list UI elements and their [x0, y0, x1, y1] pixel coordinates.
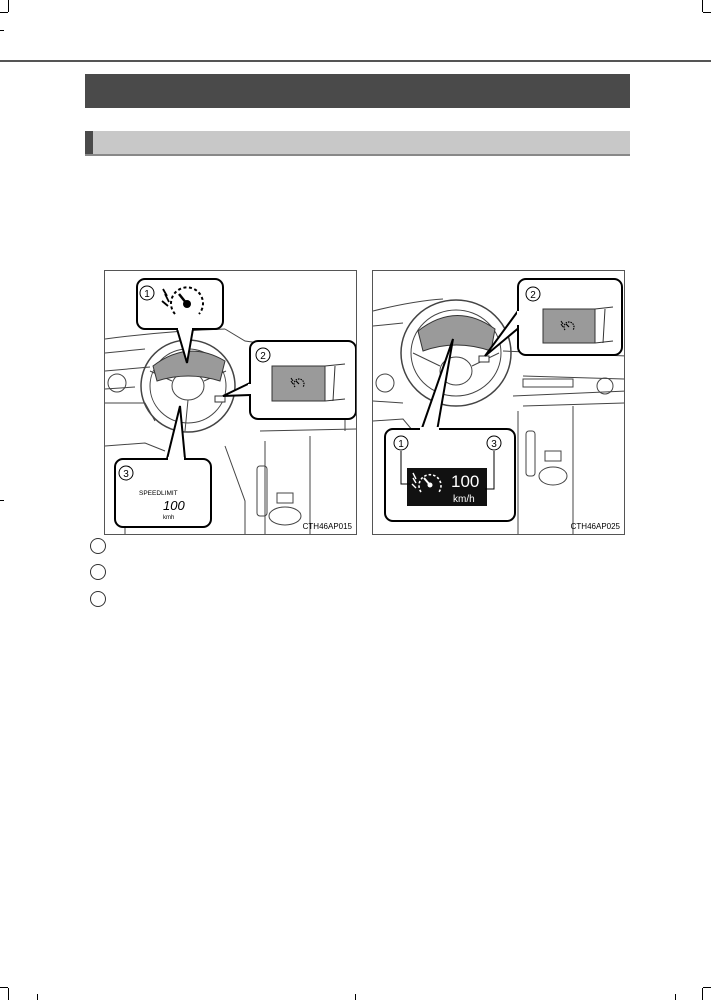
figure-code: CTH46AP015: [302, 522, 352, 531]
crop-mark: [703, 987, 711, 988]
speed-limiter-icon: [411, 472, 442, 493]
figure-code: CTH46AP025: [570, 522, 620, 531]
speed-limiter-icon: [161, 286, 204, 315]
switch-speed-limiter-icon: [560, 320, 575, 331]
crop-mark: [0, 987, 8, 988]
legend-item-1: [90, 538, 106, 554]
crop-mark: [702, 988, 703, 1000]
figure-1-drawing: 1 2 3 SPEEDLIMIT 100 kmh: [105, 278, 356, 534]
page-title-bar: [85, 74, 630, 108]
figure-1-callout-1: 1: [144, 289, 150, 300]
figure-2-drawing: 2 1 3 100 km/h: [373, 278, 624, 534]
crop-mark: [0, 12, 8, 13]
figure-1-callout-2: 2: [260, 351, 266, 362]
figure-display-illustration: 2 1 3 100 km/h CTH46AP025: [372, 270, 625, 535]
header-rule: [0, 60, 711, 62]
crop-mark: [8, 0, 9, 12]
figure-2-callout-1: 1: [398, 439, 404, 450]
fold-mark: [675, 994, 676, 1000]
crop-mark: [8, 988, 9, 1000]
fold-mark: [355, 994, 356, 1000]
crop-mark: [702, 0, 703, 12]
figure-2-callout-3: 3: [491, 439, 497, 450]
fold-mark: [37, 994, 38, 1000]
speed-limit-value: 100: [163, 498, 185, 513]
figure-1-callout-3: 3: [123, 469, 129, 480]
speed-display-unit: km/h: [453, 494, 475, 505]
crop-mark: [0, 500, 4, 501]
switch-speed-limiter-icon: [290, 377, 305, 388]
section-tab: [85, 131, 93, 154]
legend-item-2: [90, 564, 106, 580]
speed-limit-unit: kmh: [163, 515, 174, 521]
legend-item-3: [90, 591, 106, 607]
figure-2-callout-2: 2: [530, 290, 536, 301]
speed-limit-label: SPEEDLIMIT: [139, 490, 178, 497]
figure-meter-illustration: 1 2 3 SPEEDLIMIT 100 kmh CTH46AP015: [104, 270, 357, 535]
speed-display-value: 100: [451, 472, 479, 491]
section-heading-bar: [85, 131, 630, 156]
crop-mark: [0, 30, 4, 31]
crop-mark: [703, 12, 711, 13]
